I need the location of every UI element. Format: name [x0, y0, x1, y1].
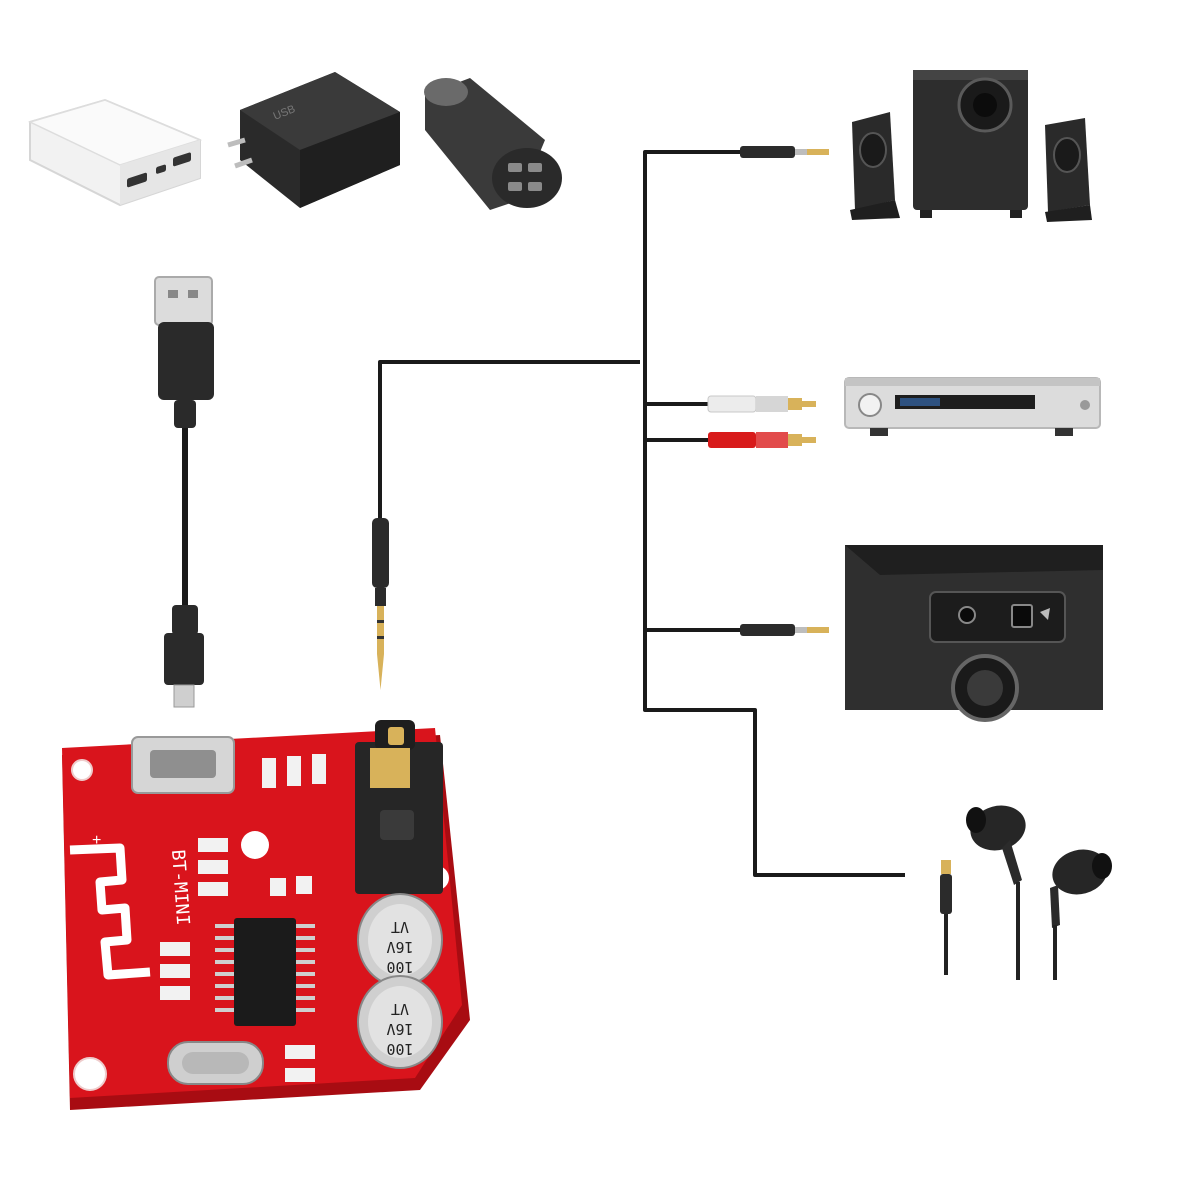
aux-plug-car [740, 624, 829, 636]
capacitor-bottom: VT 16V 100 [357, 975, 443, 1069]
amplifier-chip [215, 918, 315, 1026]
cap-bottom-series: VT [391, 1000, 409, 1018]
cap-top-series: VT [391, 918, 409, 936]
usb-car-charger-icon [424, 78, 562, 210]
aux-plug-speakers [740, 146, 829, 158]
antenna-trace [69, 843, 151, 980]
cap-bottom-voltage: 16V [386, 1020, 413, 1038]
car-dashboard-aux-port-icon [845, 545, 1103, 722]
computer-speaker-set-icon [850, 70, 1092, 222]
cap-top-voltage: 16V [386, 938, 413, 956]
aux-plug-board [372, 518, 389, 690]
audio-jack-socket [355, 720, 443, 894]
usb-power-cable [154, 276, 214, 708]
hifi-amplifier-icon [844, 377, 1101, 436]
cap-bottom-value: 100 [386, 1040, 413, 1058]
aux-splitter-cable [378, 150, 905, 877]
board-plus-label: + [92, 832, 101, 849]
rca-plug-red [708, 432, 816, 448]
capacitor-top: VT 16V 100 [357, 893, 443, 987]
in-ear-earphones-icon [940, 805, 1112, 980]
bluetooth-audio-board: BT-MINI + [62, 720, 470, 1110]
power-bank-icon [27, 98, 203, 207]
cap-top-value: 100 [386, 958, 413, 976]
usb-wall-charger-icon: USB [227, 72, 400, 208]
rca-plug-white [707, 395, 816, 413]
